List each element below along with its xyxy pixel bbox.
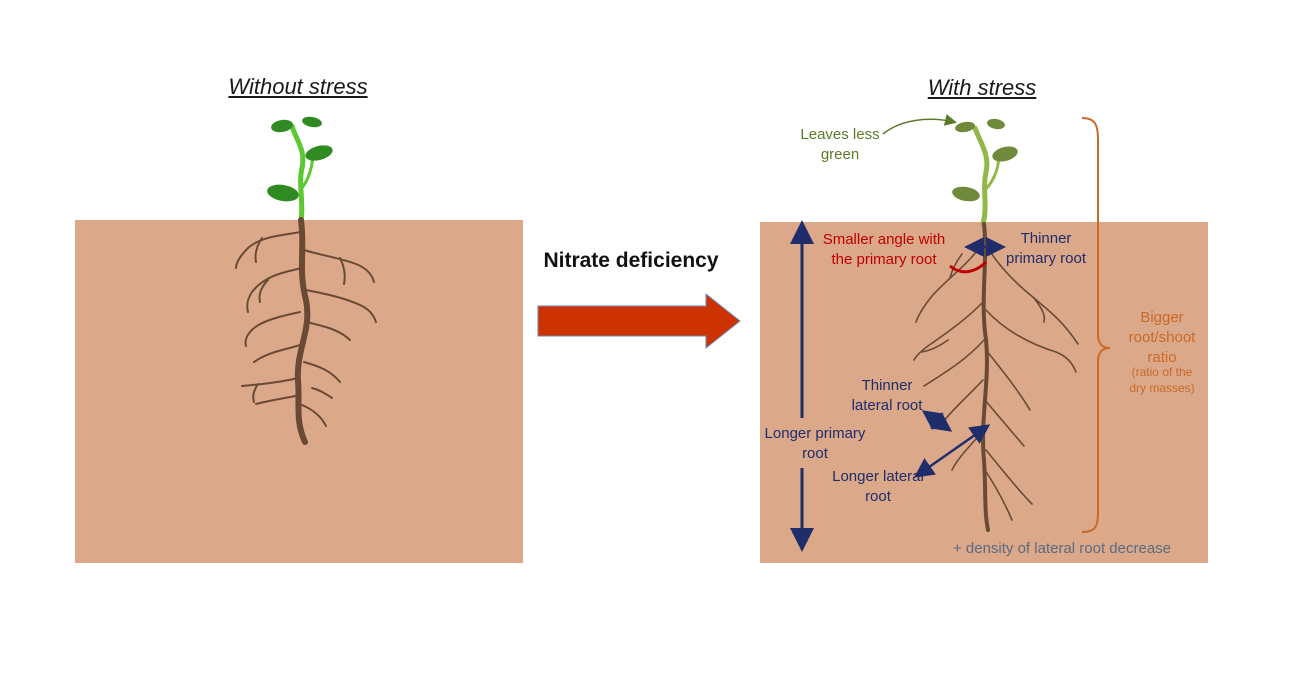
- angle-arc: [949, 260, 988, 274]
- leaf-icon: [305, 145, 333, 161]
- leaf-icon: [952, 186, 980, 202]
- ratio-main-label: Bigger root/shoot ratio: [1128, 309, 1196, 366]
- leaf-icon: [302, 116, 322, 128]
- lateral-density-label: + density of lateral root decrease: [952, 540, 1172, 557]
- longer-lateral-arrow: [913, 424, 991, 478]
- thinner-lateral-arrow: [921, 410, 953, 432]
- leaf-icon: [271, 119, 293, 133]
- plant-stressed: [790, 114, 1111, 552]
- title-with-stress: With stress: [927, 75, 1037, 100]
- nitrate-deficiency-label: Nitrate deficiency: [543, 249, 719, 272]
- leaf-icon: [955, 121, 975, 133]
- smaller-angle-label: Smaller angle with the primary root: [822, 231, 946, 268]
- plant-healthy: [235, 116, 377, 445]
- leaf-icon: [267, 184, 299, 202]
- thinner-primary-root-label: Thinner primary root: [1005, 230, 1087, 267]
- leaves-pointer-arrow: [882, 114, 957, 135]
- leaves-less-green-label: Leaves less green: [800, 126, 880, 163]
- nitrate-arrow: [537, 292, 741, 350]
- longer-lateral-root-label: Longer lateral root: [832, 468, 924, 505]
- leaf-icon: [987, 118, 1005, 130]
- ratio-note-label: (ratio of the dry masses): [1129, 365, 1195, 395]
- ratio-brace: [1081, 117, 1111, 533]
- title-without-stress: Without stress: [228, 74, 368, 99]
- leaf-icon: [992, 146, 1018, 162]
- longer-primary-root-label: Longer primary root: [764, 424, 866, 464]
- thinner-lateral-root-label: Thinner lateral root: [851, 377, 923, 414]
